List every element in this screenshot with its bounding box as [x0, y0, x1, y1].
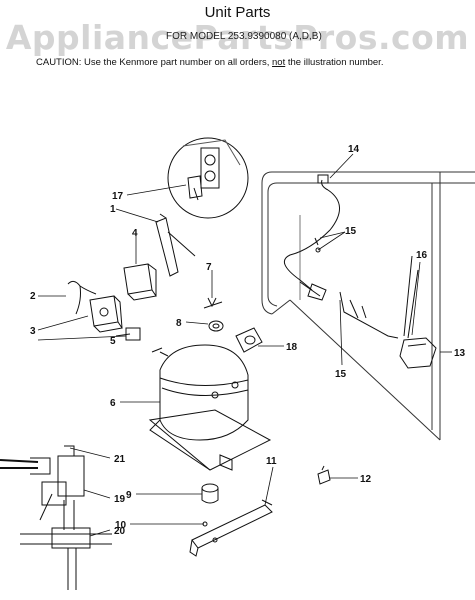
callout-20: 20: [114, 526, 126, 537]
callout-4: 4: [132, 228, 138, 239]
part-5-clip: [115, 327, 141, 341]
page-title: Unit Parts: [204, 4, 271, 21]
caution-text-end: the illustration number.: [285, 57, 384, 68]
callout-14: 14: [348, 144, 360, 155]
part-2-wire: [67, 280, 97, 315]
part-19-21-valve: [0, 445, 112, 590]
part-3-protector: [89, 295, 123, 333]
part-1-drier: [155, 213, 196, 277]
part-18-grommet: [235, 327, 263, 353]
callout-8: 8: [176, 318, 182, 329]
callout-13: 13: [454, 348, 466, 359]
part-4-relay: [123, 263, 157, 301]
callout-15-upper: 15: [345, 226, 357, 237]
part-7-screw: [203, 297, 223, 309]
callout-15-lower: 15: [335, 369, 347, 380]
part-14-harness: [283, 174, 399, 339]
callout-1: 1: [110, 204, 116, 215]
cabinet-outline: [261, 171, 475, 441]
callout-16: 16: [416, 250, 428, 261]
callout-5: 5: [110, 336, 116, 347]
part-9-mount: [201, 483, 219, 504]
callout-7: 7: [206, 262, 212, 273]
callout-3: 3: [30, 326, 36, 337]
watermark: AppliancePartsPros.com: [5, 18, 470, 57]
callout-6: 6: [110, 398, 116, 409]
part-6-compressor: [148, 344, 272, 471]
callout-18: 18: [286, 342, 298, 353]
callout-21: 21: [114, 454, 126, 465]
model-number: FOR MODEL 253.9390080 (A,D,B): [166, 31, 322, 42]
caution-emphasis: not: [272, 57, 286, 68]
leader-lines: [37, 153, 452, 537]
caution-note: CAUTION: Use the Kenmore part number on …: [36, 57, 383, 68]
callout-17: 17: [112, 191, 124, 202]
caution-text: CAUTION: Use the Kenmore part number on …: [36, 57, 273, 68]
callout-12: 12: [360, 474, 372, 485]
callout-19: 19: [114, 494, 126, 505]
part-8-grommet: [208, 320, 224, 332]
part-12-clip: [317, 465, 331, 485]
callout-11: 11: [266, 456, 277, 467]
part-11-bracket: [189, 499, 273, 557]
part-13-assembly: [399, 255, 437, 369]
callout-2: 2: [30, 291, 36, 302]
callout-labels: 1 2 3 4 5 6 7 8 9 10 11 12 13 14 15 15 1…: [30, 144, 466, 537]
detail-circle-17: [167, 137, 249, 219]
callout-10: 10: [115, 520, 127, 531]
callout-9: 9: [126, 490, 132, 501]
